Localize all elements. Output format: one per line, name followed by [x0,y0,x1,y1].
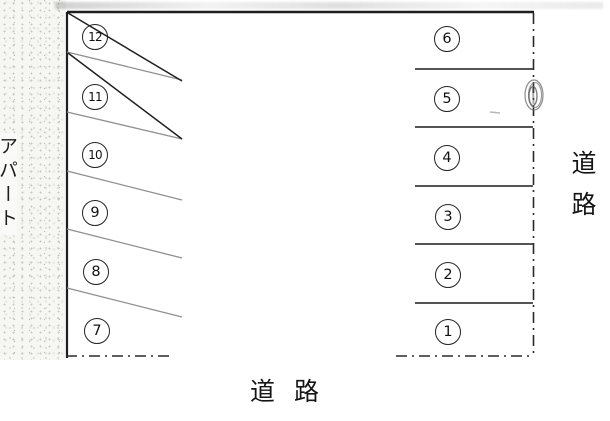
space-label-10: 10 [82,142,108,168]
space-label-2: 2 [435,262,461,288]
space-label-3: 3 [435,204,461,230]
road-label-right: 道路 [568,150,597,232]
space-label-9: 9 [82,200,108,226]
speck-mark [489,111,501,114]
stain-ellipse-outer [524,79,544,111]
apartment-building-area [0,0,66,360]
space-label-6: 6 [434,26,460,52]
space-label-12: 12 [82,24,108,50]
space-label-5: 5 [434,86,460,112]
road-label-bottom: 道路 [250,377,339,406]
stain-ellipse-inner [528,85,538,107]
apartment-label: アパート [0,133,18,235]
space-label-1: 1 [435,319,461,345]
strike-diagonal-space-12 [67,12,183,82]
strike-diagonal-space-11 [67,52,183,140]
divider-left-12-11 [66,51,183,81]
divider-left-8-7 [66,287,183,318]
divider-left-10-9 [66,170,183,201]
divider-left-11-10 [66,111,183,140]
divider-left-9-8 [66,228,183,259]
stain-mark [524,79,544,111]
space-label-11: 11 [82,84,108,110]
stain-core-stroke [532,86,535,105]
space-label-7: 7 [84,318,110,344]
space-label-8: 8 [83,259,109,285]
space-label-4: 4 [434,145,460,171]
scan-smudge-top [55,2,603,9]
